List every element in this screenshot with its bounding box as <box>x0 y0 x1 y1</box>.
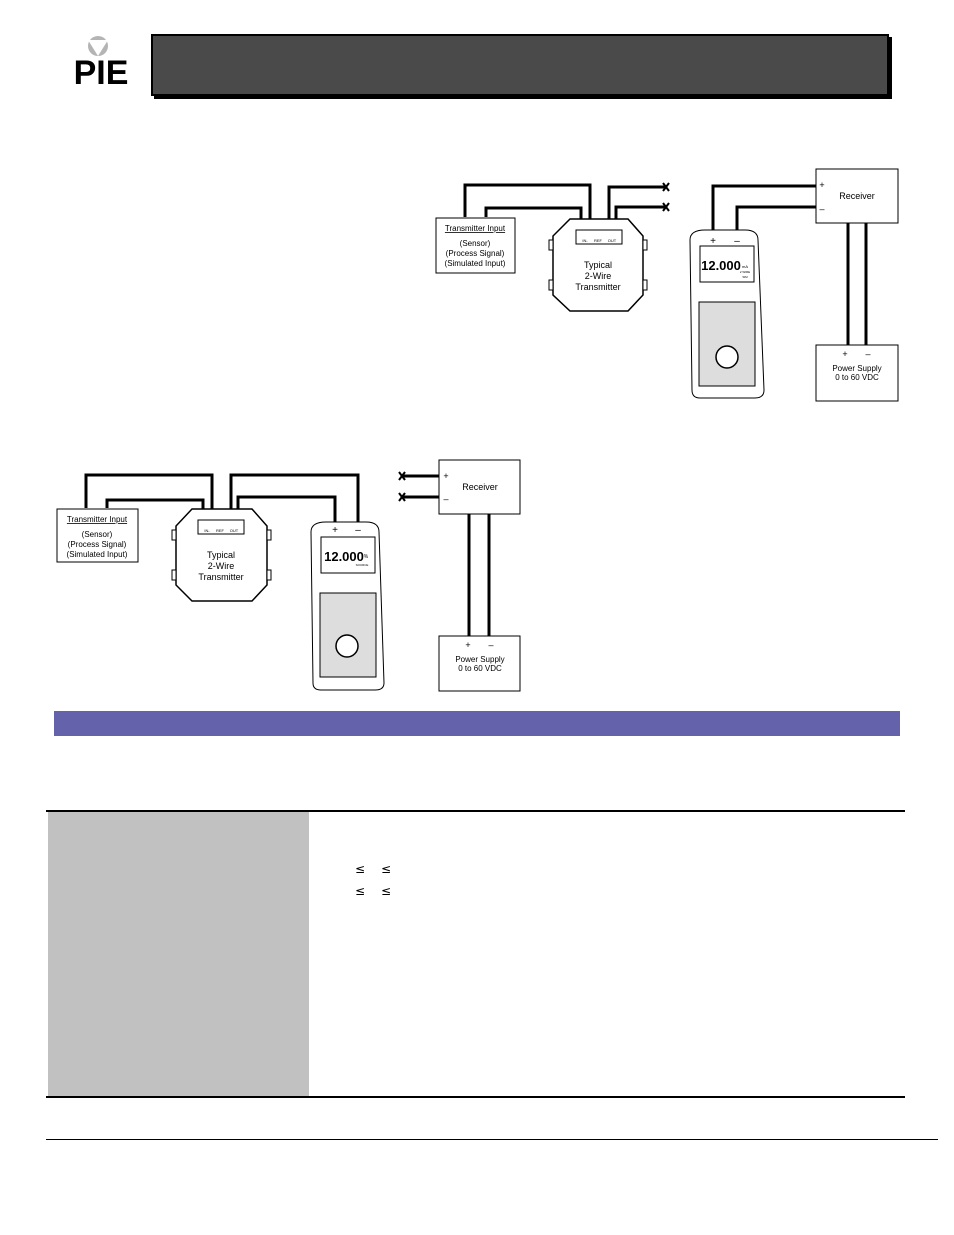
calibrator-sub: SOURCE <box>356 563 369 567</box>
calibrator-sub: 2 WIRE <box>740 270 750 274</box>
le-symbol: ≤ <box>355 862 366 876</box>
calibrator-reading: 12.000 <box>324 549 364 564</box>
power-label: 0 to 60 VDC <box>458 664 502 673</box>
wiring-diagram-top: Transmitter Input (Sensor) (Process Sign… <box>435 168 899 402</box>
logo-text: PIE <box>74 54 129 88</box>
transmitter-input-title: Transmitter Input <box>67 515 128 524</box>
transmitter-label: Typical <box>207 550 235 560</box>
transmitter-label: 2-Wire <box>208 561 235 571</box>
terminal-label: REF <box>594 238 603 243</box>
power-plus: + <box>465 640 470 650</box>
calibrator-unit: % <box>364 554 369 560</box>
terminal-label: OUT <box>230 528 239 533</box>
power-label: Power Supply <box>455 655 504 664</box>
transmitter-label: Typical <box>584 260 612 270</box>
terminal-label: OUT <box>608 238 617 243</box>
transmitter-housing <box>548 218 648 312</box>
transmitter-input-title: Transmitter Input <box>445 224 506 233</box>
terminal-label: IN- <box>582 238 588 243</box>
calibrator-device <box>310 521 385 691</box>
calibrator-unit: mA <box>742 264 748 269</box>
terminal-label: IN- <box>204 528 210 533</box>
transmitter-label: 2-Wire <box>585 271 612 281</box>
pie-logo-icon: PIE <box>74 36 129 88</box>
wire-end-x-icon <box>662 182 670 212</box>
le-symbol: ≤ <box>381 862 392 876</box>
power-label: 0 to 60 VDC <box>835 373 879 382</box>
spec-table-top-rule <box>46 810 905 812</box>
transmitter-input-line: (Process Signal) <box>446 249 505 258</box>
transmitter-input-line: (Sensor) <box>82 530 113 539</box>
section-header-band <box>54 711 900 736</box>
spec-label-column <box>48 812 309 1096</box>
transmitter-input-line: (Simulated Input) <box>67 550 128 559</box>
calibrator-plus: + <box>710 236 716 247</box>
transmitter-label: Transmitter <box>575 282 620 292</box>
le-symbol: ≤ <box>381 884 392 898</box>
receiver-minus: – <box>443 494 448 504</box>
wiring-diagram-bottom: Transmitter Input (Sensor) (Process Sign… <box>56 459 521 692</box>
power-minus: – <box>865 349 870 359</box>
transmitter-input-line: (Simulated Input) <box>445 259 506 268</box>
calibrator-plus: + <box>332 525 338 536</box>
receiver-plus: + <box>443 471 448 481</box>
le-symbol: ≤ <box>355 884 366 898</box>
spec-table-bottom-rule <box>46 1096 905 1098</box>
receiver-minus: – <box>819 204 824 214</box>
wire-end-x-icon <box>398 471 406 502</box>
calibrator-sub: SIM <box>742 275 748 279</box>
transmitter-input-line: (Sensor) <box>460 239 491 248</box>
calibrator-reading: 12.000 <box>701 258 741 273</box>
power-plus: + <box>842 349 847 359</box>
power-label: Power Supply <box>832 364 881 373</box>
calibrator-minus: – <box>355 525 361 536</box>
calibrator-minus: – <box>734 236 740 247</box>
receiver-label: Receiver <box>462 482 498 492</box>
power-minus: – <box>488 640 493 650</box>
transmitter-input-line: (Process Signal) <box>68 540 127 549</box>
receiver-label: Receiver <box>839 191 875 201</box>
footer-rule <box>46 1139 938 1140</box>
receiver-plus: + <box>819 180 824 190</box>
transmitter-housing <box>171 508 272 602</box>
calibrator-device <box>689 229 765 399</box>
terminal-label: REF <box>216 528 225 533</box>
transmitter-label: Transmitter <box>198 572 243 582</box>
title-bar <box>151 34 889 96</box>
